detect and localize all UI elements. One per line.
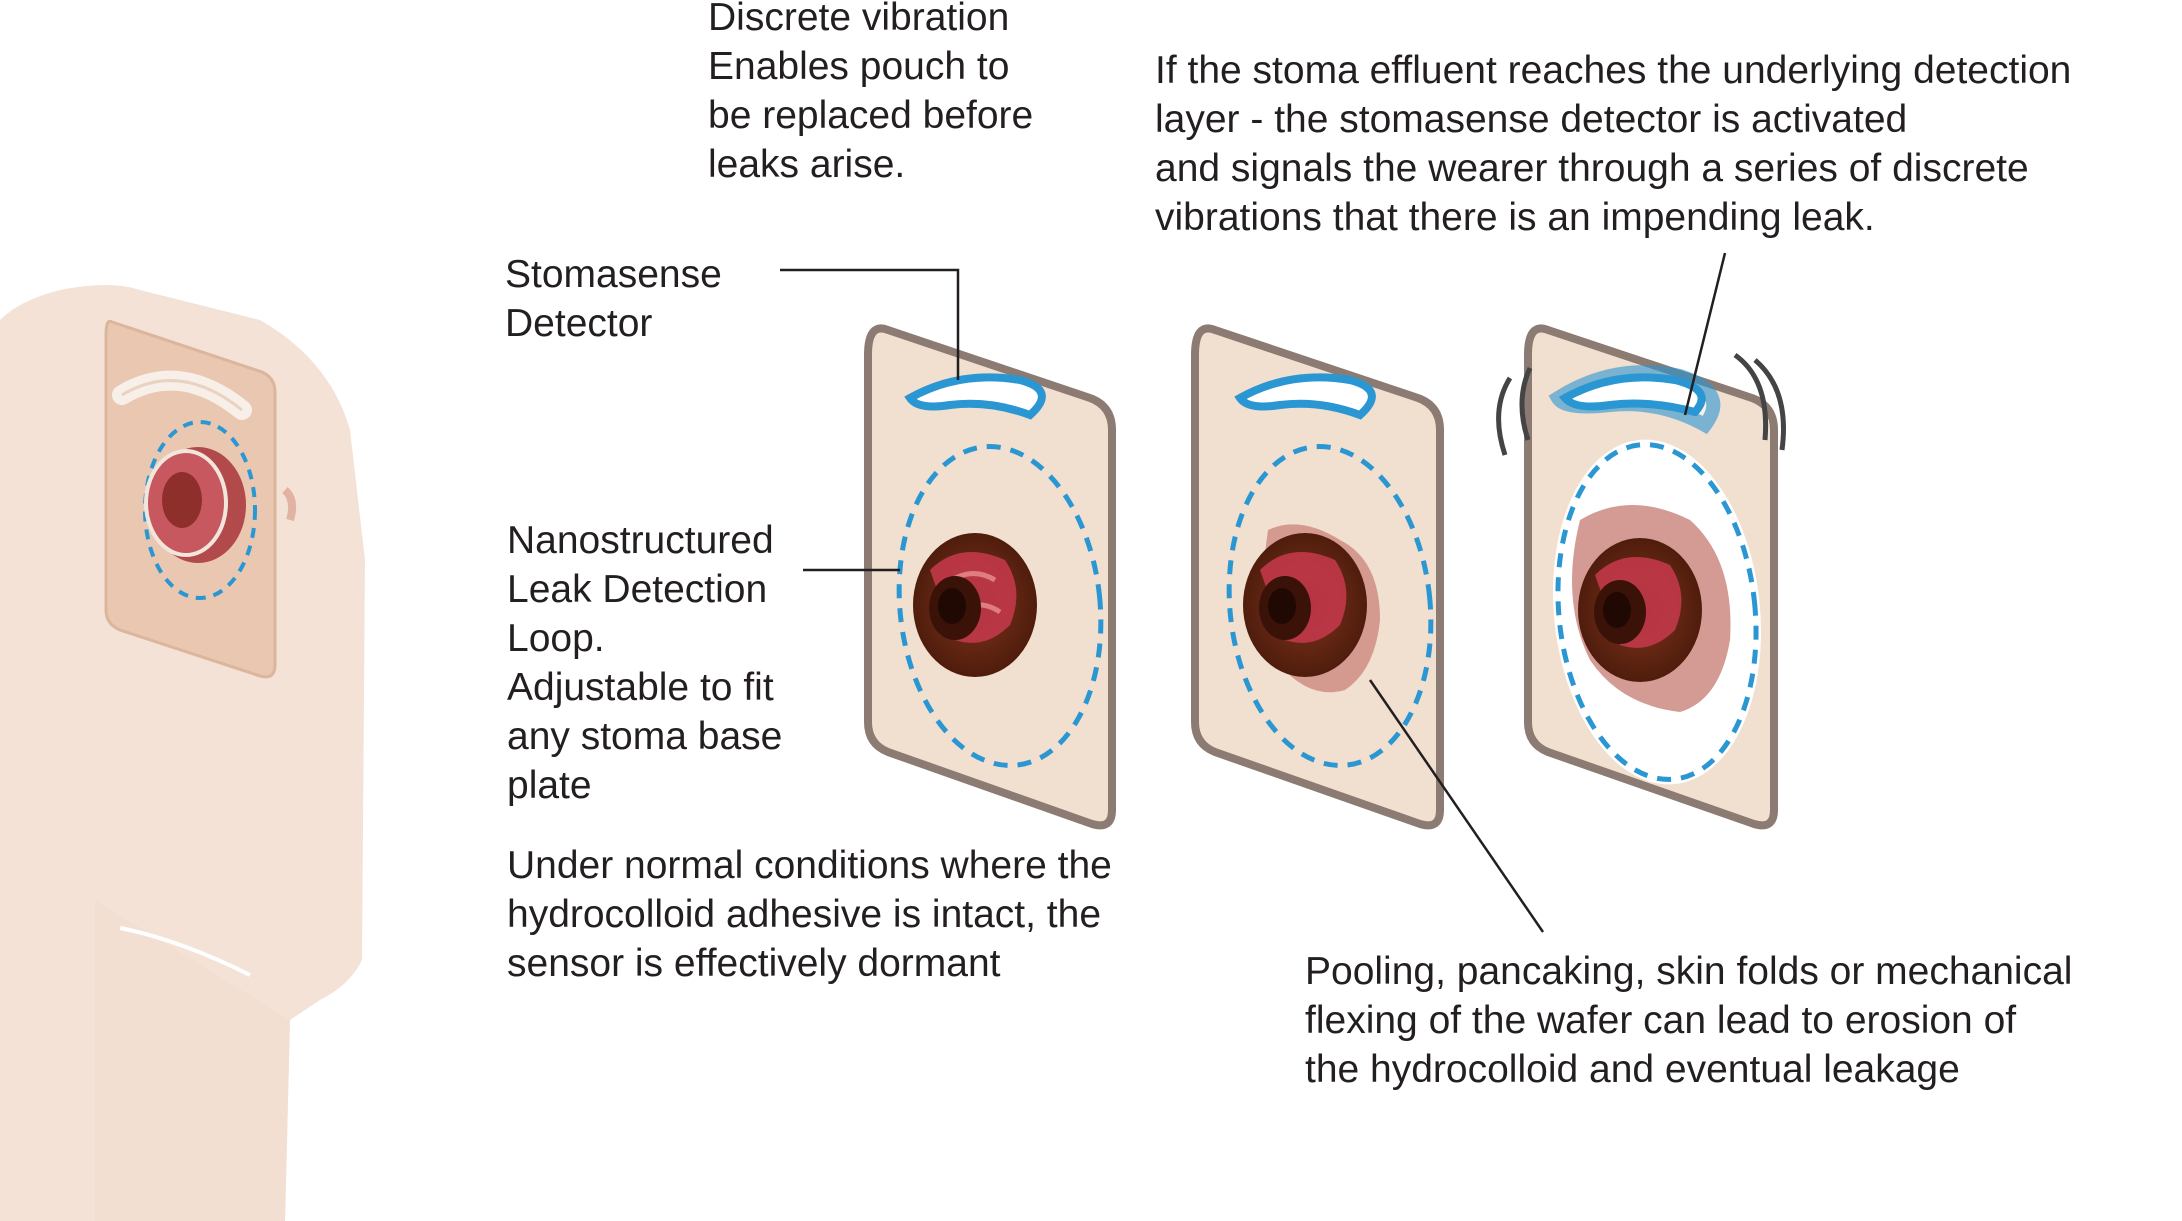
activation-line: If the stoma effluent reaches the underl…	[1155, 49, 2072, 92]
pooling-line: the hydrocolloid and eventual leakage	[1305, 1048, 1960, 1091]
loop-line: Adjustable to fit	[507, 666, 774, 709]
loop-line: plate	[507, 764, 592, 807]
vibration-annotation: Discrete vibration Enables pouch to be r…	[708, 0, 1033, 189]
wafer-normal	[864, 324, 1116, 830]
loop-line: Leak Detection	[507, 568, 768, 611]
normal-line: Under normal conditions where the	[507, 844, 1112, 887]
activation-annotation: If the stoma effluent reaches the underl…	[1155, 46, 2071, 242]
pooling-line: flexing of the wafer can lead to erosion…	[1305, 999, 2017, 1042]
normal-line: hydrocolloid adhesive is intact, the	[507, 893, 1102, 936]
vibration-line: be replaced before	[708, 94, 1034, 137]
wafer-leak-detected	[1496, 324, 1786, 830]
normal-line: sensor is effectively dormant	[507, 942, 1001, 985]
leader-lines	[780, 252, 1727, 933]
loop-label: Nanostructured Leak Detection Loop. Adju…	[507, 516, 782, 810]
activation-line: layer - the stomasense detector is activ…	[1155, 98, 1908, 141]
detector-label: Stomasense Detector	[505, 250, 722, 348]
normal-conditions-annotation: Under normal conditions where the hydroc…	[507, 841, 1112, 988]
pooling-line: Pooling, pancaking, skin folds or mechan…	[1305, 950, 2073, 993]
detector-line: Detector	[505, 302, 653, 345]
activation-line: vibrations that there is an impending le…	[1155, 196, 1875, 239]
pooling-annotation: Pooling, pancaking, skin folds or mechan…	[1305, 947, 2072, 1094]
detector-line: Stomasense	[505, 253, 722, 296]
wafer-pooling	[1191, 324, 1444, 830]
vibration-line: leaks arise.	[708, 143, 906, 186]
loop-line: any stoma base	[507, 715, 783, 758]
vibration-line: Discrete vibration	[708, 0, 1010, 39]
vibration-line: Enables pouch to	[708, 45, 1010, 88]
activation-line: and signals the wearer through a series …	[1155, 147, 2029, 190]
loop-line: Nanostructured	[507, 519, 774, 562]
body-silhouette	[0, 285, 365, 1221]
loop-line: Loop.	[507, 617, 605, 660]
